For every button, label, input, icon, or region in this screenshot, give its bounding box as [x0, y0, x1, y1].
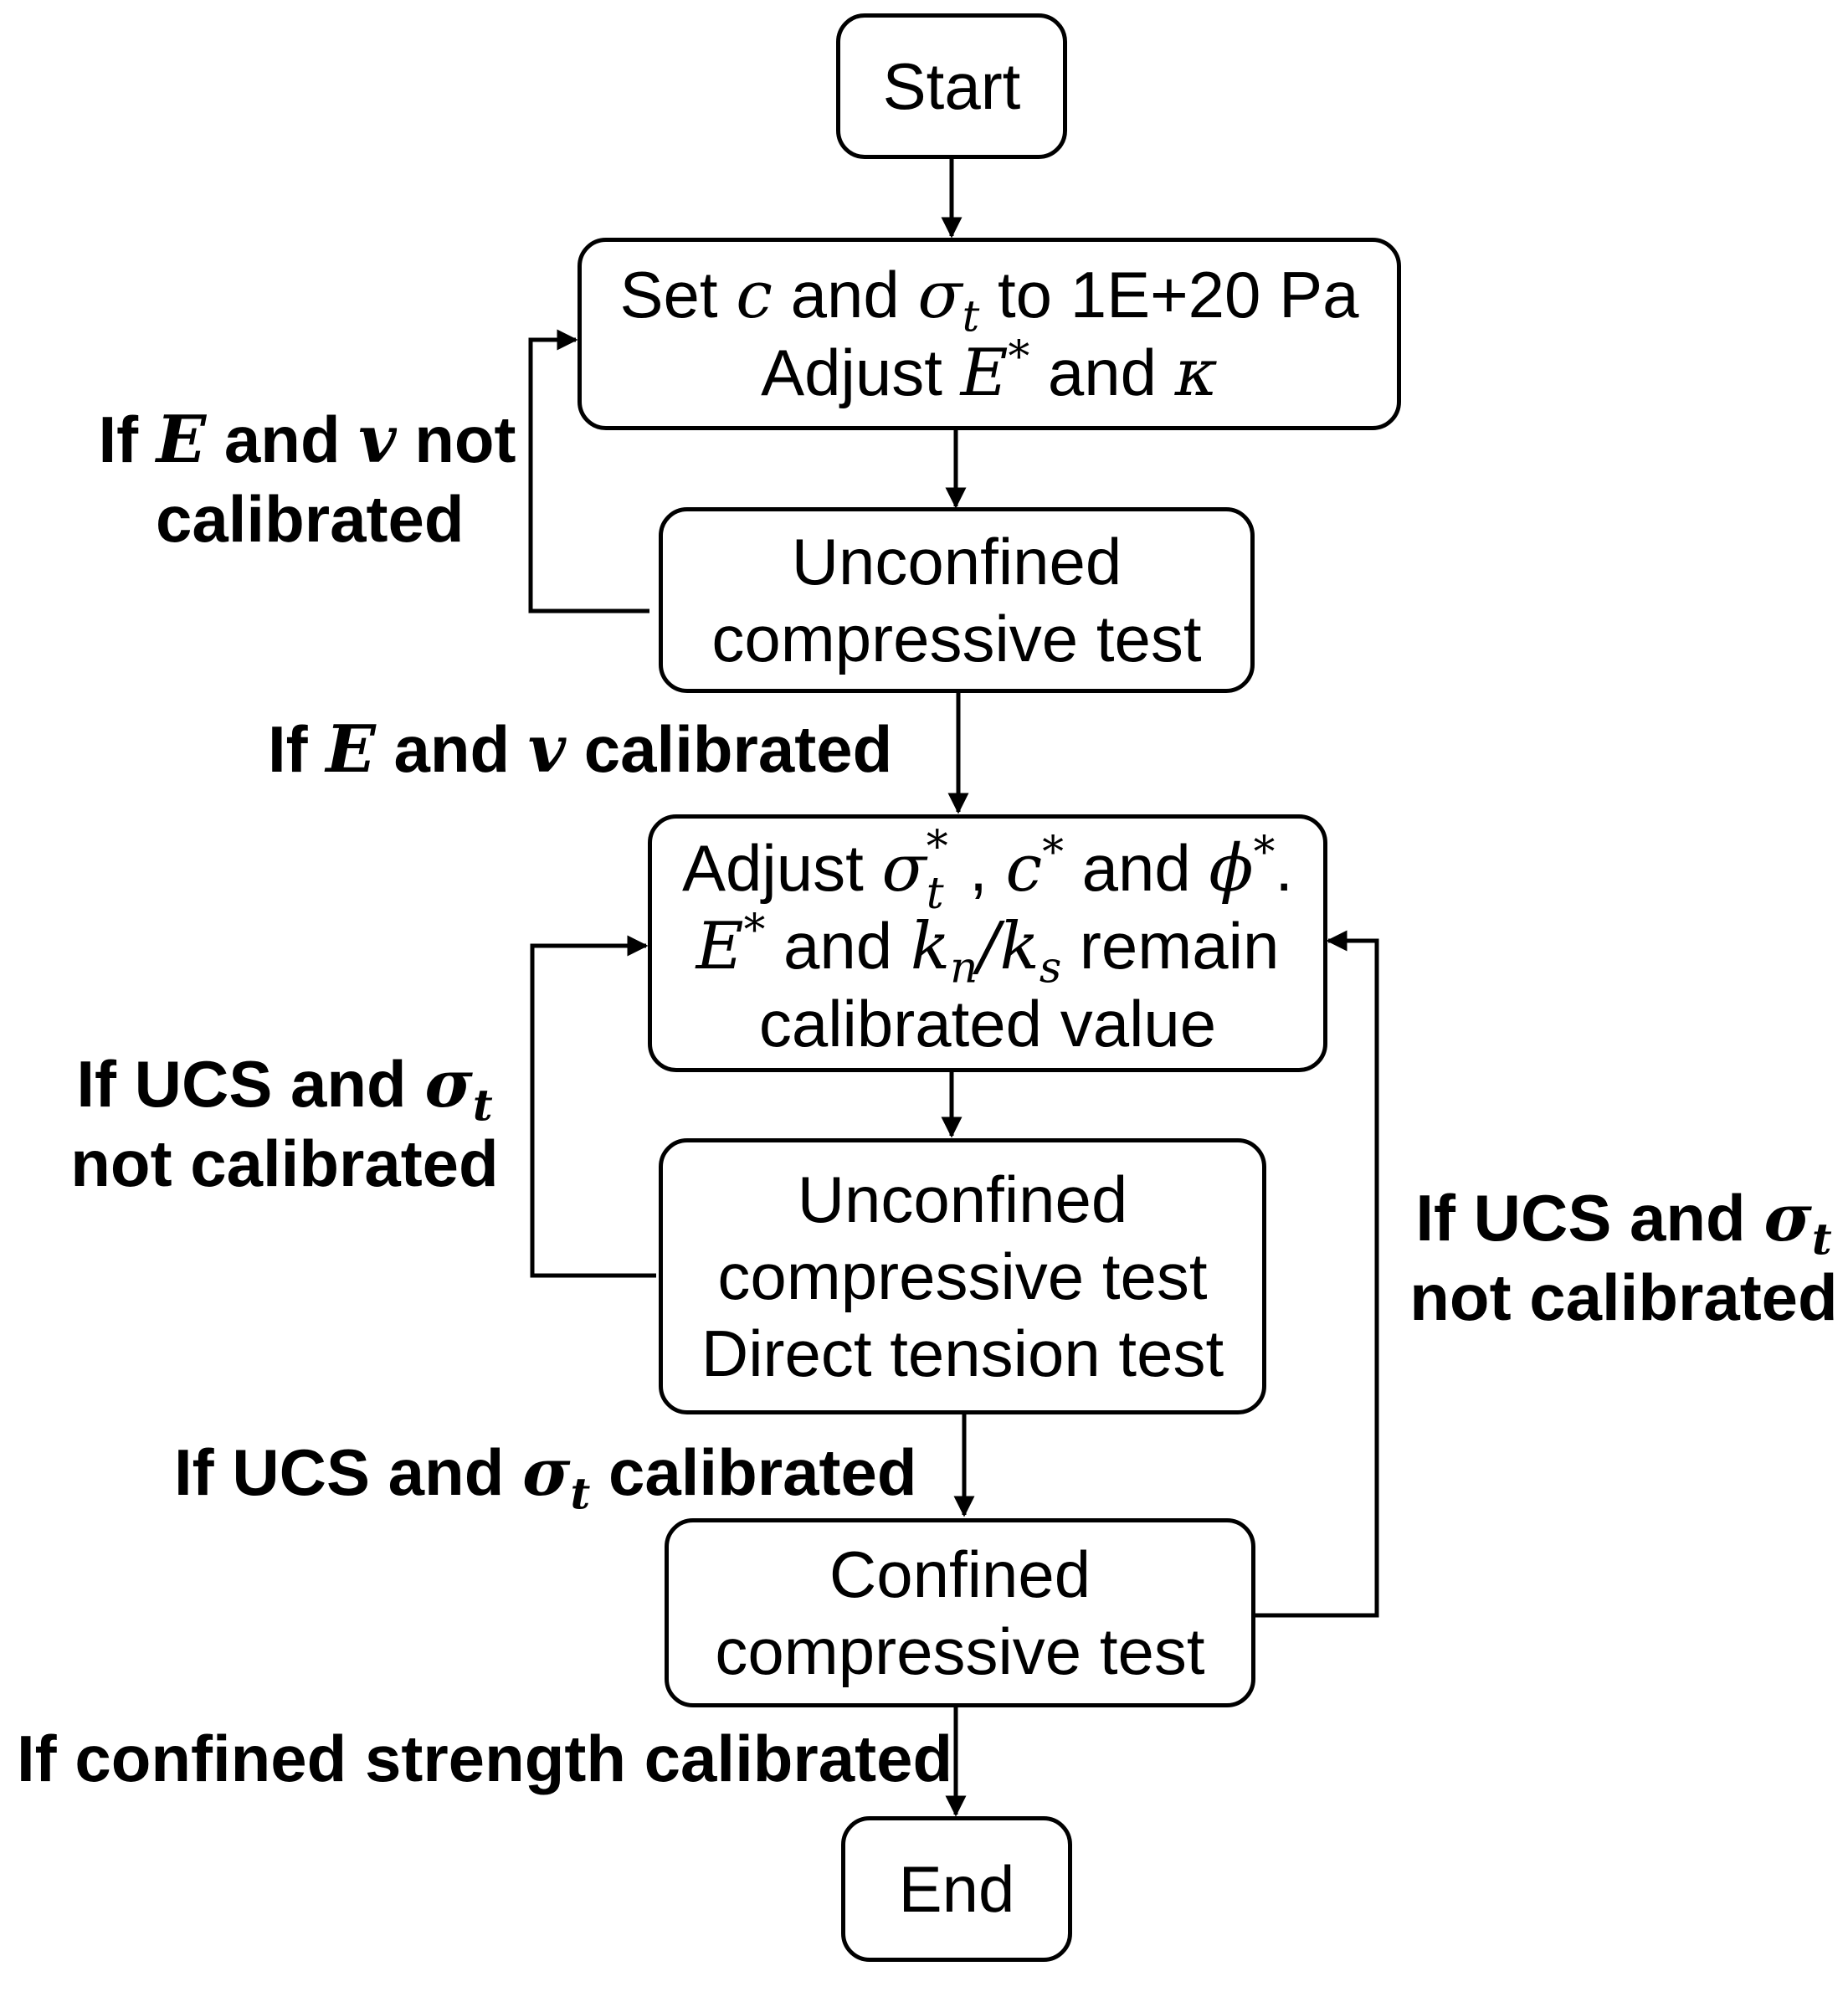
adjust-strength-line3: calibrated value [758, 986, 1217, 1060]
unconfined-test-line2: compressive test [711, 602, 1202, 675]
ucs-dt-line3: Direct tension test [701, 1317, 1224, 1390]
set-parameters-line1: Set c and σt to 1E+20 Pa [619, 258, 1359, 342]
condition-confined-calibrated: If confined strength calibrated [17, 1722, 953, 1795]
condition-ucs-calibrated: If UCS and σt calibrated [174, 1435, 917, 1520]
adjust-strength-node: Adjust σ*t, c* and ϕ*. E* and kn/ks rema… [648, 814, 1327, 1072]
loop-test-to-adjust [530, 935, 656, 1278]
condition-ucs-not-calibrated-right: If UCS and σt not calibrated [1406, 1178, 1841, 1337]
confined-test-line2: compressive test [715, 1615, 1205, 1688]
end-label: End [898, 1852, 1015, 1926]
condition-e-v-not-calibrated: If E and v not calibrated [94, 400, 521, 558]
condition-ucs-not-left-line2: not calibrated [70, 1127, 499, 1200]
ucs-direct-tension-node: Unconfined compressive test Direct tensi… [659, 1138, 1266, 1414]
condition-ucs-not-right-line2: not calibrated [1409, 1260, 1838, 1334]
unconfined-test-node: Unconfined compressive test [659, 507, 1255, 693]
loop-confined-to-adjust [1255, 930, 1379, 1618]
condition-e-v-not-line1: If E and v not [98, 402, 516, 478]
confined-test-line1: Confined [829, 1538, 1091, 1611]
unconfined-test-line1: Unconfined [791, 525, 1122, 598]
adjust-strength-line2: E* and kn/ks remain [696, 905, 1280, 993]
condition-ucs-not-left-line1: If UCS and σt [76, 1046, 493, 1132]
loop-ucs1-to-set [528, 329, 649, 613]
ucs-dt-line2: compressive test [717, 1240, 1208, 1313]
ucs-dt-line1: Unconfined [797, 1163, 1128, 1236]
condition-e-v-calibrated: If E and v calibrated [268, 711, 893, 788]
condition-e-v-not-line2: calibrated [156, 482, 465, 556]
set-parameters-node: Set c and σt to 1E+20 Pa Adjust E* and κ [578, 238, 1401, 430]
set-parameters-line2: Adjust E* and κ [761, 331, 1218, 411]
condition-ucs-not-right-line1: If UCS and σt [1415, 1180, 1832, 1265]
confined-test-node: Confined compressive test [665, 1518, 1255, 1707]
end-node: End [841, 1816, 1072, 1962]
start-node: Start [836, 13, 1067, 159]
start-label: Start [882, 49, 1021, 123]
adjust-strength-line1: Adjust σ*t, c* and ϕ*. [681, 821, 1293, 919]
condition-ucs-not-calibrated-left: If UCS and σt not calibrated [67, 1045, 502, 1203]
